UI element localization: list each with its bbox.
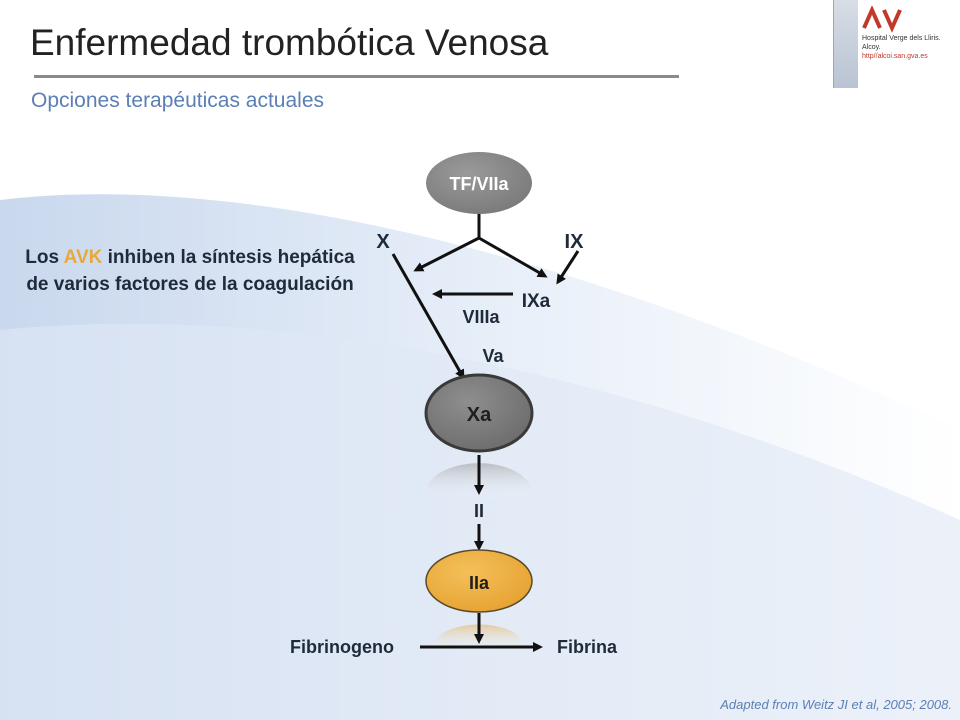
ixa-label: IXa bbox=[522, 291, 551, 312]
citation: Adapted from Weitz JI et al, 2005; 2008. bbox=[720, 697, 952, 712]
ix-to-ixa-arrow bbox=[556, 250, 580, 285]
branch-to-x-arrow bbox=[413, 236, 480, 272]
x-label: X bbox=[376, 231, 390, 253]
slide-title: Enfermedad trombótica Venosa bbox=[30, 22, 549, 63]
tf-viia-node bbox=[426, 152, 532, 214]
ii-label: II bbox=[474, 501, 484, 521]
xa-label: Xa bbox=[467, 404, 492, 426]
viiia-label: VIIIa bbox=[462, 307, 500, 327]
slide-subtitle: Opciones terapéuticas actuales bbox=[31, 89, 325, 112]
xa-node bbox=[424, 373, 534, 453]
x-to-xa-arrow bbox=[391, 253, 465, 380]
hospital-city: Alcoy. bbox=[862, 44, 881, 51]
hospital-caption: Hospital Verge dels Lliris. Alcoy. http/… bbox=[862, 34, 941, 61]
fibrinogen-label: Fibrinogeno bbox=[290, 637, 394, 657]
va-label: Va bbox=[482, 346, 504, 366]
iia-node bbox=[425, 549, 533, 613]
iia-label: IIa bbox=[469, 573, 490, 593]
fibrin-label: Fibrina bbox=[557, 637, 618, 657]
avk-note: Los AVK inhiben la síntesis hepática de … bbox=[20, 244, 360, 298]
hospital-logo-icon bbox=[862, 6, 902, 33]
avk-note-prefix: Los bbox=[25, 247, 64, 268]
tf-viia-label: TF/VIIa bbox=[449, 174, 509, 194]
hospital-url: http//alcoi.san.gva.es bbox=[862, 53, 928, 60]
avk-note-suffix: inhiben la síntesis hepática de varios f… bbox=[26, 247, 355, 295]
ix-label: IX bbox=[565, 231, 585, 253]
branch-to-ixa-arrow bbox=[478, 236, 548, 278]
title-divider bbox=[34, 75, 679, 78]
hospital-name: Hospital Verge dels Lliris. bbox=[862, 35, 941, 42]
hospital-logo-strip bbox=[833, 0, 858, 88]
avk-highlight: AVK bbox=[63, 247, 103, 268]
